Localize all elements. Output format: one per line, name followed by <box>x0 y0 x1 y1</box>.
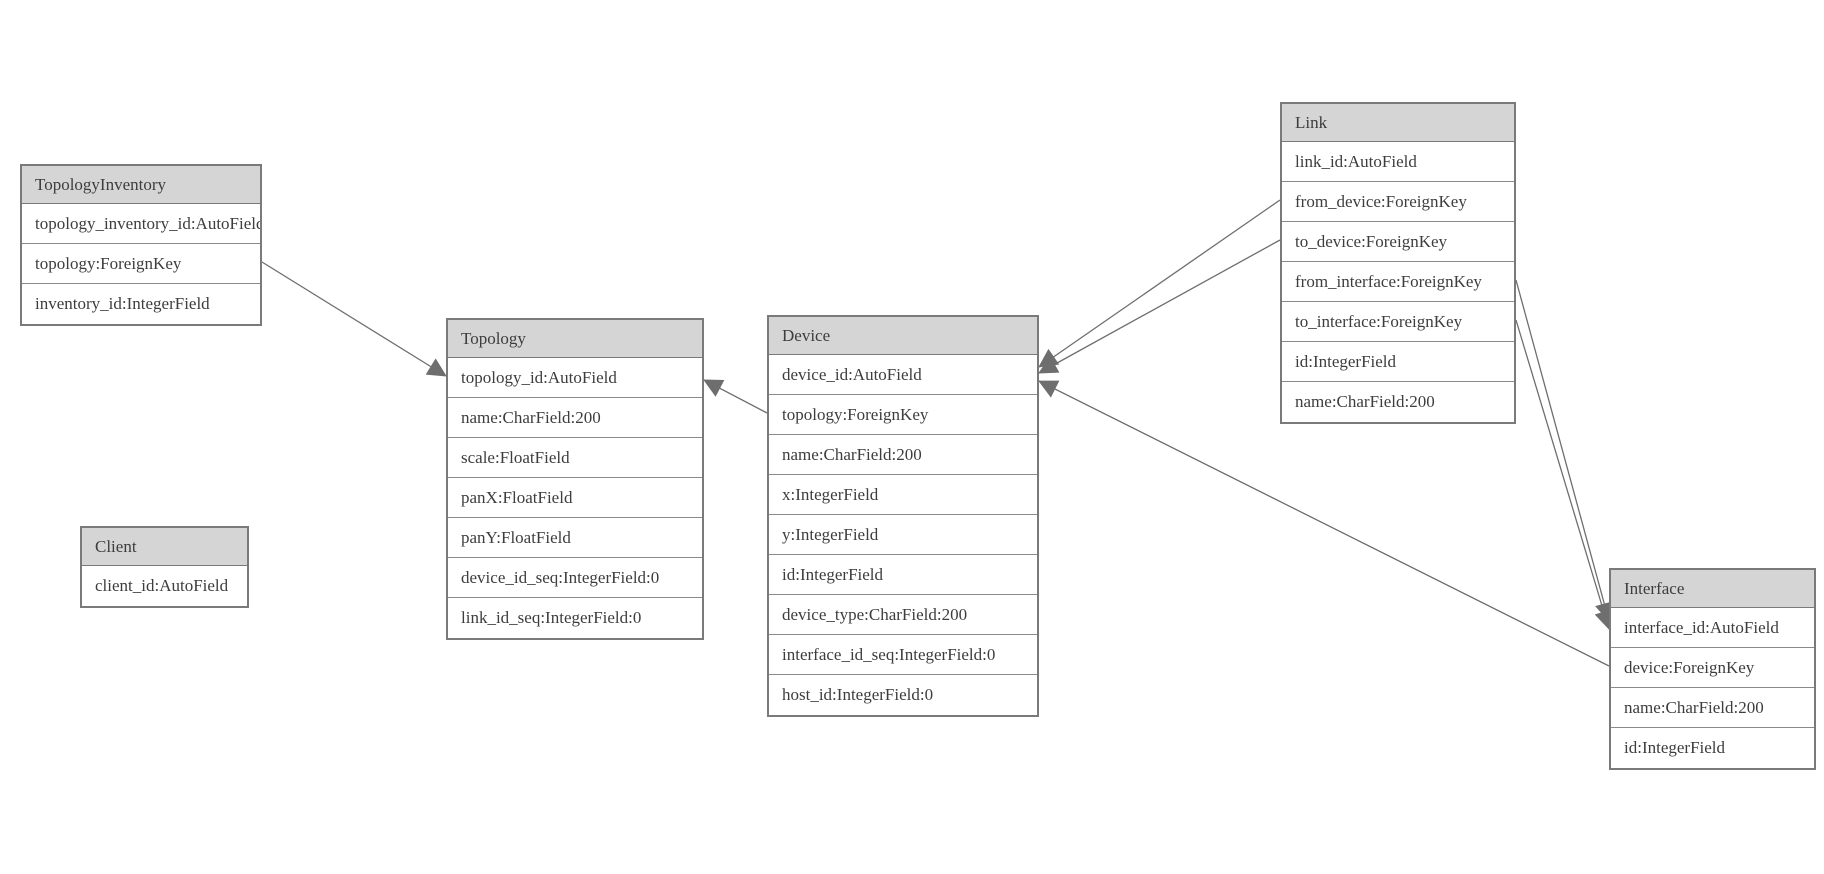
field-row: topology:ForeignKey <box>22 244 260 284</box>
relationship-edge <box>1515 319 1613 630</box>
field-row: inventory_id:IntegerField <box>35 294 210 313</box>
field-row: scale:FloatField <box>448 438 702 478</box>
field-row: topology:ForeignKey <box>769 395 1037 435</box>
field-row: device_type:CharField:200 <box>769 595 1037 635</box>
relationship-edge <box>1515 279 1614 622</box>
field-row: name:CharField:200 <box>448 398 702 438</box>
entity-title: Client <box>82 528 247 566</box>
field-row: interface_id:AutoField <box>1611 608 1814 648</box>
field-row: topology_id:AutoField <box>448 358 702 398</box>
field-row: panY:FloatField <box>448 518 702 558</box>
field-row: link_id_seq:IntegerField:0 <box>461 608 642 627</box>
entity-title: Device <box>769 317 1037 355</box>
field-row: name:CharField:200 <box>1611 688 1814 728</box>
field-row: name:CharField:200 <box>1295 392 1435 411</box>
field-row: link_id:AutoField <box>1282 142 1514 182</box>
entity-title: Link <box>1282 104 1514 142</box>
entity-title: Topology <box>448 320 702 358</box>
field-row: to_interface:ForeignKey <box>1282 302 1514 342</box>
relationship-edge <box>261 261 447 377</box>
entity-title: TopologyInventory <box>22 166 260 204</box>
field-row: host_id:IntegerField:0 <box>782 685 934 704</box>
field-row: name:CharField:200 <box>769 435 1037 475</box>
field-row: id:IntegerField <box>1624 738 1726 757</box>
field-row: x:IntegerField <box>769 475 1037 515</box>
relationship-edge <box>1038 239 1281 374</box>
field-row: to_device:ForeignKey <box>1282 222 1514 262</box>
field-row: device_id_seq:IntegerField:0 <box>448 558 702 598</box>
entity-title: Interface <box>1611 570 1814 608</box>
field-row: id:IntegerField <box>1282 342 1514 382</box>
field-row: id:IntegerField <box>769 555 1037 595</box>
field-row: y:IntegerField <box>769 515 1037 555</box>
relationship-edge <box>1038 199 1281 368</box>
field-row: topology_inventory_id:AutoField <box>22 204 260 244</box>
entity-client: Client client_id:AutoField <box>80 526 249 608</box>
field-row: device:ForeignKey <box>1611 648 1814 688</box>
field-row: panX:FloatField <box>448 478 702 518</box>
field-row: client_id:AutoField <box>95 576 229 595</box>
field-row: from_device:ForeignKey <box>1282 182 1514 222</box>
field-row: interface_id_seq:IntegerField:0 <box>769 635 1037 675</box>
field-row: from_interface:ForeignKey <box>1282 262 1514 302</box>
relationship-edge <box>703 379 768 414</box>
field-row: device_id:AutoField <box>769 355 1037 395</box>
